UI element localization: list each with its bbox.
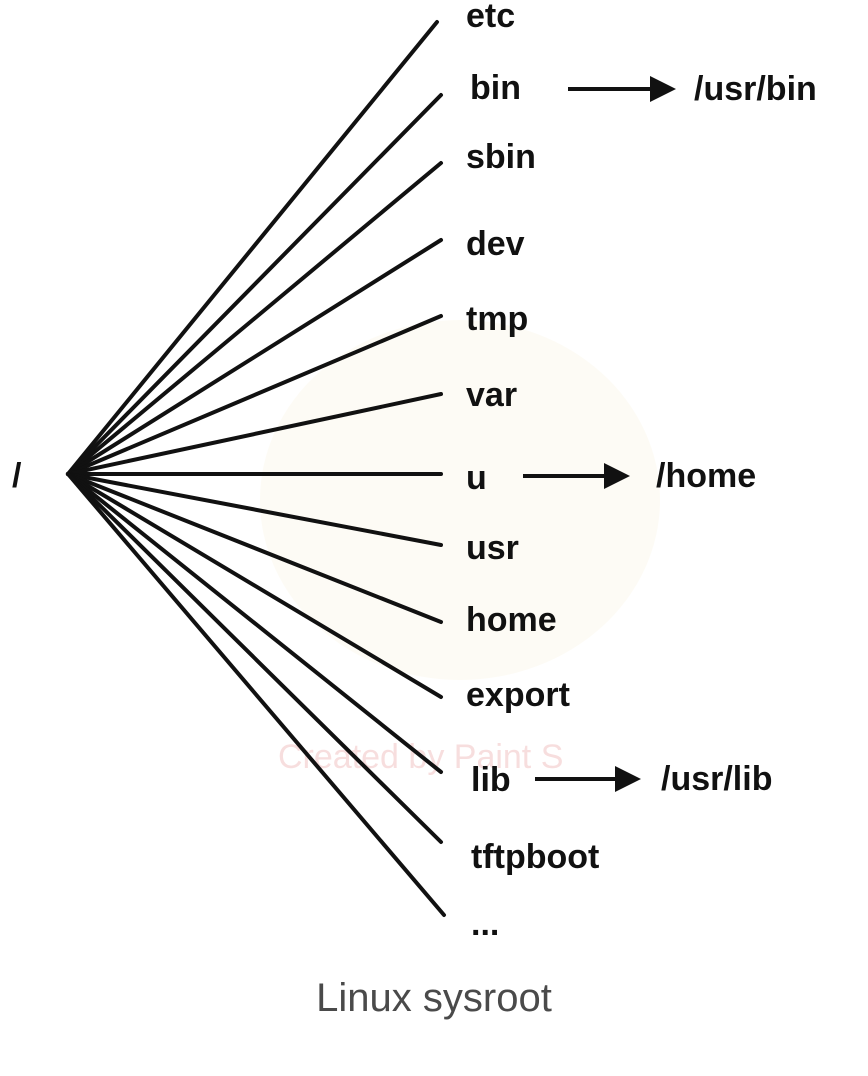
directory-label: dev [466, 225, 525, 263]
arrow-head [650, 76, 676, 102]
branch-line [66, 161, 443, 476]
watermark: Created by Paint S [260, 320, 660, 776]
branch-line [66, 472, 443, 699]
arrow-head [615, 766, 641, 792]
diagram-caption: Linux sysroot [316, 976, 552, 1020]
arrow-head [604, 463, 630, 489]
link-target-label: /usr/bin [694, 70, 817, 108]
symlink-arrow [523, 463, 630, 489]
symlink-arrow [568, 76, 676, 102]
directory-label: u [466, 459, 487, 497]
directory-label: etc [466, 0, 515, 35]
branch-line [66, 472, 446, 917]
root-label: / [12, 457, 22, 495]
branch-lines [66, 20, 446, 917]
link-target-label: /home [656, 457, 756, 495]
branch-line [66, 314, 443, 476]
directory-label: usr [466, 529, 519, 567]
branch-line [66, 238, 443, 476]
branch-line [66, 93, 443, 476]
directory-label: bin [470, 69, 521, 107]
branch-line [66, 472, 443, 844]
directory-label: ... [471, 905, 499, 943]
branch-line [66, 472, 443, 547]
directory-label: tmp [466, 300, 528, 338]
directory-label: export [466, 676, 570, 714]
directory-label: lib [471, 761, 511, 799]
directory-label: sbin [466, 138, 536, 176]
directory-label: home [466, 601, 557, 639]
symlink-arrows: /usr/bin/home/usr/lib [523, 70, 817, 798]
directory-label: var [466, 376, 517, 414]
directory-labels: etc bin sbin dev tmp var u usr home export lib tftp… [466, 0, 599, 943]
directory-label: tftpboot [471, 838, 599, 876]
link-target-label: /usr/lib [661, 760, 772, 798]
branch-line [66, 20, 439, 476]
branch-line [66, 472, 443, 624]
branch-line [66, 392, 443, 476]
branch-line [66, 472, 443, 774]
symlink-arrow [535, 766, 641, 792]
